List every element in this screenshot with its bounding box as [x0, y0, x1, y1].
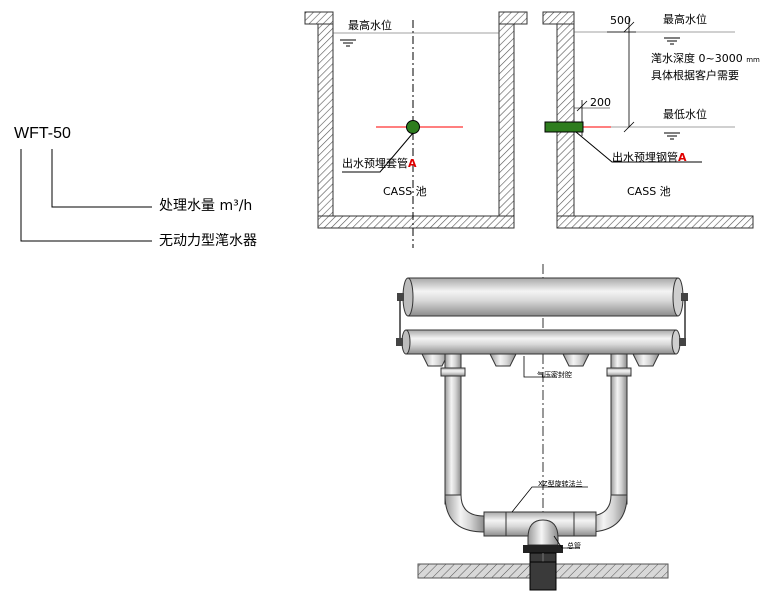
right-max-level-label: 最高水位	[663, 13, 707, 26]
right-tank-floor	[556, 215, 754, 229]
right-tank	[542, 11, 754, 229]
upper-float-pipe	[407, 277, 679, 317]
left-tank-left-flange	[304, 11, 334, 25]
decanter-assembly	[396, 264, 688, 591]
sleeve-marker: A	[408, 157, 417, 170]
dim-500: 500	[610, 14, 631, 27]
sleeve-label: 出水预埋套管A	[342, 157, 417, 170]
steel-pipe-marker: A	[678, 151, 687, 164]
left-max-level-label: 最高水位	[348, 19, 392, 32]
right-tank-wall	[556, 11, 575, 223]
model-code-tree	[20, 149, 152, 242]
sleeve-circle	[406, 120, 420, 134]
right-tank-flange	[542, 11, 575, 25]
right-min-level-label: 最低水位	[663, 108, 707, 121]
right-tank-name: CASS 池	[627, 185, 671, 198]
left-tank-right-wall	[498, 11, 515, 223]
left-tank-left-wall	[317, 11, 334, 223]
dim-200: 200	[590, 96, 611, 109]
left-tank-name: CASS 池	[383, 185, 427, 198]
left-tank-floor	[317, 215, 515, 229]
capacity-label: 处理水量 m³/h	[159, 198, 253, 214]
decant-depth-line1: 滗水深度 0~3000 mm	[651, 52, 760, 65]
left-tank-right-flange	[498, 11, 528, 25]
decant-depth-line2: 具体根据客户需要	[651, 69, 739, 82]
model-code: WFT-50	[14, 125, 71, 142]
main-pipe-label: 总管	[567, 542, 581, 550]
seal-chamber-label: 气压密封腔	[537, 371, 572, 379]
type-label: 无动力型滗水器	[159, 233, 257, 249]
left-tank	[304, 11, 528, 248]
steel-pipe-label: 出水预埋钢管A	[612, 151, 687, 164]
embedded-steel-pipe	[544, 121, 584, 133]
collector-pipe	[405, 329, 677, 355]
rotating-flange-label: XZ型旋转法兰	[538, 480, 583, 488]
